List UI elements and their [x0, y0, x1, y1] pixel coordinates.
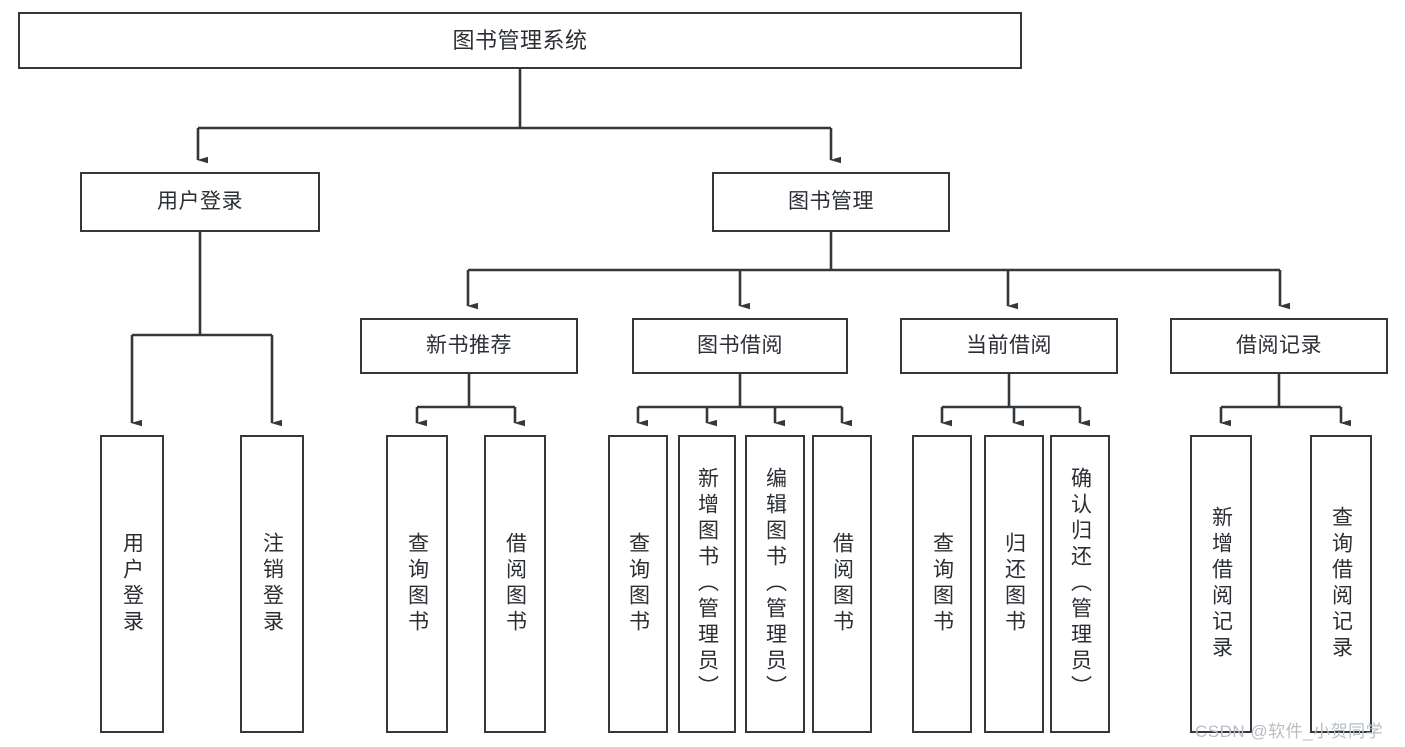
node-label: 图书管理 [788, 189, 874, 213]
node-label: 查询图书 [626, 532, 650, 636]
node-borrow-record[interactable]: 借阅记录 [1170, 318, 1388, 374]
node-label: 用户登录 [120, 532, 144, 636]
leaf-query-book-3[interactable]: 查询图书 [912, 435, 972, 733]
node-book-manage[interactable]: 图书管理 [712, 172, 950, 232]
leaf-add-book[interactable]: 新增图书（管理员） [678, 435, 736, 733]
leaf-user-login[interactable]: 用户登录 [100, 435, 164, 733]
leaf-borrow-book-1[interactable]: 借阅图书 [484, 435, 546, 733]
node-label: 借阅图书 [503, 532, 527, 636]
leaf-logout[interactable]: 注销登录 [240, 435, 304, 733]
node-label: 编辑图书（管理员） [763, 467, 787, 701]
leaf-borrow-book-2[interactable]: 借阅图书 [812, 435, 872, 733]
node-label: 借阅图书 [830, 532, 854, 636]
node-current-borrow[interactable]: 当前借阅 [900, 318, 1118, 374]
leaf-query-book-2[interactable]: 查询图书 [608, 435, 668, 733]
leaf-confirm-return[interactable]: 确认归还（管理员） [1050, 435, 1110, 733]
node-label: 当前借阅 [966, 333, 1052, 357]
node-label: 查询图书 [405, 532, 429, 636]
node-new-book-recommend[interactable]: 新书推荐 [360, 318, 578, 374]
node-label: 借阅记录 [1236, 333, 1322, 357]
node-label: 归还图书 [1002, 532, 1026, 636]
leaf-query-book-1[interactable]: 查询图书 [386, 435, 448, 733]
node-label: 注销登录 [260, 532, 284, 636]
node-user-login[interactable]: 用户登录 [80, 172, 320, 232]
csdn-watermark: CSDN @软件_小贺同学 [1195, 722, 1384, 741]
leaf-add-record[interactable]: 新增借阅记录 [1190, 435, 1252, 733]
node-label: 用户登录 [157, 189, 243, 213]
node-label: 查询图书 [930, 532, 954, 636]
node-label: 新书推荐 [426, 333, 512, 357]
node-label: 新增借阅记录 [1209, 506, 1233, 662]
node-label: 确认归还（管理员） [1068, 467, 1092, 701]
node-label: 查询借阅记录 [1329, 506, 1353, 662]
leaf-query-record[interactable]: 查询借阅记录 [1310, 435, 1372, 733]
node-label: 新增图书（管理员） [695, 467, 719, 701]
leaf-edit-book[interactable]: 编辑图书（管理员） [745, 435, 805, 733]
node-book-borrow[interactable]: 图书借阅 [632, 318, 848, 374]
leaf-return-book[interactable]: 归还图书 [984, 435, 1044, 733]
node-label: 图书管理系统 [452, 27, 588, 53]
node-root[interactable]: 图书管理系统 [18, 12, 1022, 69]
node-label: 图书借阅 [697, 333, 783, 357]
